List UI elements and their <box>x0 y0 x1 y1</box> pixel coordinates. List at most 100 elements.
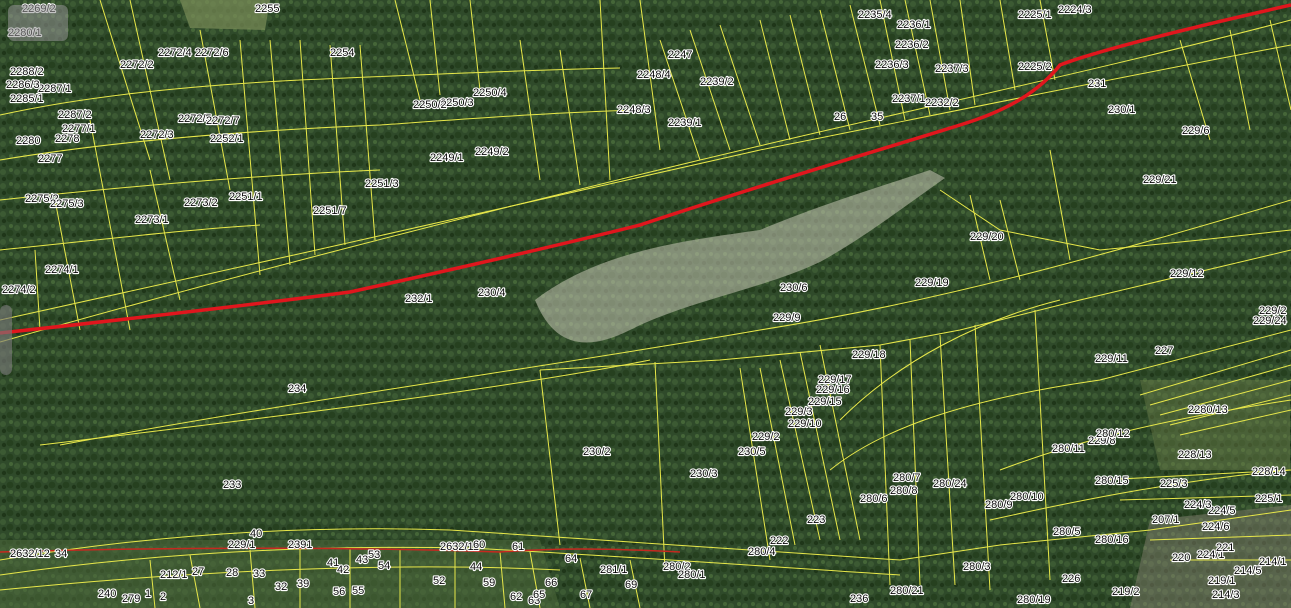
parcel-label: 26 <box>834 111 846 123</box>
parcel-label: 69 <box>625 579 637 591</box>
parcel-line <box>0 546 901 576</box>
parcel-label: 2251/7 <box>313 205 347 217</box>
parcel-label: 232/1 <box>405 293 433 305</box>
parcel-line <box>989 469 1291 521</box>
parcel-label: 2232/2 <box>925 97 959 109</box>
parcel-label: 2250/4 <box>473 87 507 99</box>
parcel-line <box>909 339 921 586</box>
parcel-line <box>59 199 1291 446</box>
parcel-label: 230/6 <box>780 282 808 294</box>
parcel-label: 207/1 <box>1152 514 1180 526</box>
parcel-label: 280/10 <box>1010 491 1044 503</box>
parcel-label: 281/1 <box>600 564 628 576</box>
map-top-control[interactable] <box>8 5 68 41</box>
parcel-label: 63 <box>528 595 540 607</box>
parcel-label: 52 <box>433 575 445 587</box>
parcel-label: 280/24 <box>933 478 967 490</box>
parcel-label: 67 <box>580 589 592 601</box>
route-line <box>0 3 1291 335</box>
parcel-line <box>1139 349 1291 436</box>
parcel-line <box>819 344 861 541</box>
parcel-label: 2286/3 <box>6 79 40 91</box>
parcel-label: 2280 <box>16 135 40 147</box>
village-area <box>1130 505 1291 608</box>
parcel-label: 59 <box>483 577 495 589</box>
parcel-label: 44 <box>470 561 482 573</box>
parcel-label: 2274/2 <box>2 284 36 296</box>
parcel-label: 229/3 <box>785 406 813 418</box>
map-pan-handle[interactable] <box>0 305 12 375</box>
parcel-label: 280/15 <box>1095 475 1129 487</box>
parcel-label: 226 <box>1062 573 1080 585</box>
parcel-label: 39 <box>297 578 309 590</box>
parcel-label: 219/1 <box>1208 575 1236 587</box>
parcel-label: 280/9 <box>985 499 1013 511</box>
parcel-label: 280/21 <box>890 585 924 597</box>
parcel-line <box>879 344 891 586</box>
parcel-line <box>739 367 771 561</box>
parcel-line <box>0 509 1291 561</box>
parcel-label: 2252/1 <box>210 133 244 145</box>
parcel-label: 2287/1 <box>38 83 72 95</box>
parcel-label: 2248/4 <box>637 69 671 81</box>
parcel-label: 55 <box>352 585 364 597</box>
parcel-label: 43 <box>356 554 368 566</box>
parcel-line <box>1179 19 1291 141</box>
parcel-label: 2272/6 <box>195 47 229 59</box>
parcel-label: 220 <box>1172 552 1190 564</box>
parcel-label: 219/2 <box>1112 586 1140 598</box>
parcel-label: 2251/3 <box>365 178 399 190</box>
parcel-label: 228/13 <box>1178 449 1212 461</box>
parcel-line <box>659 0 1056 161</box>
parcel-label: 2275/3 <box>50 198 84 210</box>
parcel-label: 240 <box>98 588 116 600</box>
parcel-label: 2272/7 <box>206 115 240 127</box>
parcel-label: 2272/3 <box>140 129 174 141</box>
parcel-line <box>974 324 991 591</box>
parcel-line <box>0 566 561 591</box>
parcel-label: 34 <box>55 548 67 560</box>
parcel-label: 225/1 <box>1255 493 1283 505</box>
parcel-line <box>539 369 561 546</box>
parcel-label: 2278 <box>55 133 79 145</box>
parcel-label: 2247 <box>668 49 692 61</box>
parcel-label: 62 <box>510 591 522 603</box>
parcel-label: 2224/3 <box>1058 4 1092 16</box>
parcel-label: 229/12 <box>1170 268 1204 280</box>
route-line-thin <box>0 547 681 553</box>
parcel-label: 2285/1 <box>10 93 44 105</box>
parcel-label: 230/2 <box>583 446 611 458</box>
parcel-label: 229/1 <box>228 539 256 551</box>
parcel-line <box>779 359 821 541</box>
parcel-line <box>0 19 1291 343</box>
parcel-label: 60 <box>473 539 485 551</box>
parcel-label: 280/2 <box>663 561 691 573</box>
parcel-label: 2632/11 <box>440 541 479 553</box>
parcel-label: 2288/2 <box>10 66 44 78</box>
parcel-label: 2272/4 <box>158 47 192 59</box>
parcel-label: 2236/2 <box>895 39 929 51</box>
parcel-line <box>939 334 956 586</box>
parcel-label: 65 <box>533 589 545 601</box>
parcel-line <box>839 299 1061 421</box>
parcel-label: 2239/2 <box>700 76 734 88</box>
parcel-label: 279 <box>122 593 140 605</box>
parcel-label: 2272/2 <box>120 59 154 71</box>
parcel-line <box>0 67 621 116</box>
parcel-label: 229/21 <box>1143 174 1177 186</box>
rock-outcrop <box>535 170 945 343</box>
parcel-label: 2277/1 <box>62 123 96 135</box>
parcel-label: 56 <box>333 586 345 598</box>
parcel-label: 224/6 <box>1202 521 1230 533</box>
parcel-label: 2236/1 <box>897 19 931 31</box>
parcel-line <box>149 548 641 608</box>
parcel-label: 229/19 <box>915 277 949 289</box>
parcel-label: 229/20 <box>970 231 1004 243</box>
parcel-label: 2287/2 <box>58 109 92 121</box>
parcel-label: 230/4 <box>478 287 506 299</box>
parcel-line <box>0 109 641 161</box>
parcel-label: 229/10 <box>788 418 822 430</box>
parcel-label: 231 <box>1088 78 1106 90</box>
